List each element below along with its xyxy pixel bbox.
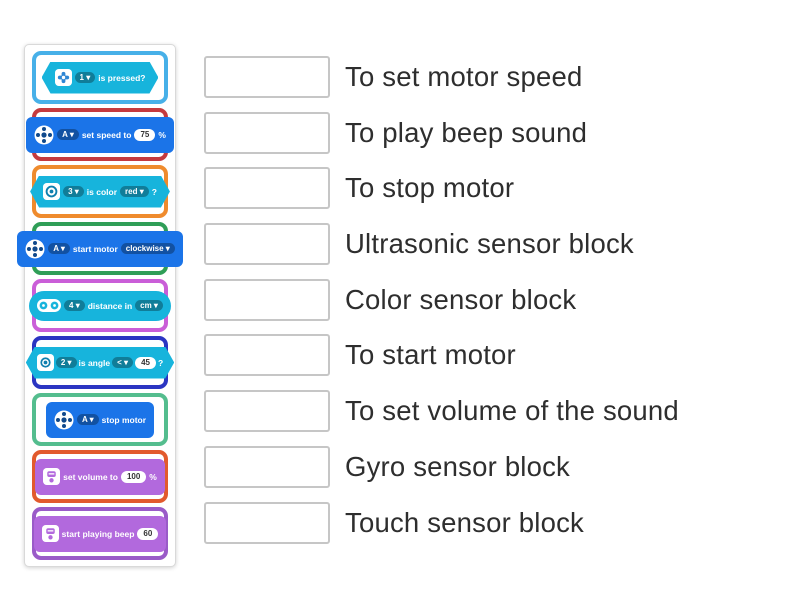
answer-drop-zone[interactable] bbox=[204, 223, 330, 266]
ultrasonic-sensor-icon bbox=[37, 299, 62, 312]
match-pair-row: To start motor bbox=[204, 334, 679, 377]
start-motor-block: A ▾ start motor clockwise ▾ bbox=[17, 230, 183, 267]
match-label: To play beep sound bbox=[345, 116, 588, 148]
color-sensor-icon bbox=[43, 183, 60, 200]
block-suffix: ? bbox=[151, 186, 157, 197]
block-card-is-color[interactable]: 3 ▾ is color red ▾ ? bbox=[32, 165, 168, 218]
touch-sensor-icon bbox=[55, 69, 72, 86]
block-card-set-speed[interactable]: A ▾ set speed to 75 % bbox=[26, 108, 174, 161]
port-dropdown: A ▾ bbox=[57, 129, 79, 140]
play-beep-block: start playing beep 60 bbox=[33, 515, 167, 552]
set-volume-block: set volume to 100 % bbox=[35, 458, 165, 495]
port-dropdown: 4 ▾ bbox=[64, 300, 85, 311]
answer-drop-zone[interactable] bbox=[204, 390, 330, 433]
match-pair-row: Gyro sensor block bbox=[204, 445, 679, 488]
block-choices-panel: 1 ▾ is pressed? A ▾ set speed to 75 % 3 … bbox=[17, 44, 183, 567]
answer-drop-zone[interactable] bbox=[204, 56, 330, 98]
operator-dropdown: < ▾ bbox=[112, 357, 133, 368]
match-pair-row: Touch sensor block bbox=[204, 501, 679, 544]
port-dropdown: A ▾ bbox=[76, 414, 99, 425]
block-card-distance[interactable]: 4 ▾ distance in cm ▾ bbox=[29, 279, 171, 332]
match-label: Color sensor block bbox=[345, 283, 577, 315]
value-field: 100 bbox=[120, 470, 147, 483]
match-list: To set motor speed To play beep sound To… bbox=[204, 56, 679, 557]
block-card-play-beep[interactable]: start playing beep 60 bbox=[32, 507, 168, 560]
value-field: 45 bbox=[135, 357, 156, 369]
block-card-is-pressed[interactable]: 1 ▾ is pressed? bbox=[32, 51, 168, 104]
block-card-stop-motor[interactable]: A ▾ stop motor bbox=[32, 393, 168, 446]
block-text: start playing beep bbox=[61, 528, 135, 539]
block-suffix: % bbox=[158, 129, 166, 140]
direction-dropdown: clockwise ▾ bbox=[120, 243, 175, 254]
match-pair-row: To play beep sound bbox=[204, 111, 679, 154]
block-card-is-angle[interactable]: 2 ▾ is angle < ▾ 45 ? bbox=[32, 336, 168, 389]
block-text: stop motor bbox=[101, 414, 147, 425]
match-label: To start motor bbox=[345, 339, 516, 371]
answer-drop-zone[interactable] bbox=[204, 334, 330, 377]
match-pair-row: Color sensor block bbox=[204, 278, 679, 321]
match-label: To stop motor bbox=[345, 172, 515, 204]
port-dropdown: 3 ▾ bbox=[63, 186, 84, 197]
block-text: start motor bbox=[72, 243, 118, 254]
value-field: 60 bbox=[137, 527, 159, 540]
port-dropdown: A ▾ bbox=[48, 243, 70, 254]
block-text: is pressed? bbox=[98, 72, 146, 83]
match-label: To set volume of the sound bbox=[345, 395, 679, 427]
answer-drop-zone[interactable] bbox=[204, 167, 330, 210]
block-text: set volume to bbox=[63, 471, 118, 482]
match-pair-row: Ultrasonic sensor block bbox=[204, 223, 679, 266]
block-text: distance in bbox=[87, 300, 133, 311]
block-suffix: % bbox=[149, 471, 157, 482]
motor-icon bbox=[25, 239, 45, 259]
speaker-icon bbox=[41, 525, 59, 542]
answer-drop-zone[interactable] bbox=[204, 445, 330, 488]
port-dropdown: 2 ▾ bbox=[56, 357, 77, 368]
set-speed-block: A ▾ set speed to 75 % bbox=[26, 116, 174, 153]
block-text: set speed to bbox=[81, 129, 132, 140]
motor-icon bbox=[34, 125, 54, 145]
match-pair-row: To set motor speed bbox=[204, 56, 679, 98]
answer-drop-zone[interactable] bbox=[204, 501, 330, 544]
value-field: 75 bbox=[134, 128, 156, 141]
gyro-sensor-icon bbox=[37, 354, 54, 371]
match-label: Touch sensor block bbox=[345, 506, 585, 538]
answer-drop-zone[interactable] bbox=[204, 111, 330, 154]
match-label: Gyro sensor block bbox=[345, 450, 571, 482]
port-dropdown: 1 ▾ bbox=[75, 72, 96, 83]
answer-drop-zone[interactable] bbox=[204, 278, 330, 321]
block-card-set-volume[interactable]: set volume to 100 % bbox=[32, 450, 168, 503]
match-label: Ultrasonic sensor block bbox=[345, 228, 634, 260]
match-label: To set motor speed bbox=[345, 61, 583, 92]
block-text: is angle bbox=[78, 357, 111, 368]
block-card-start-motor[interactable]: A ▾ start motor clockwise ▾ bbox=[17, 222, 183, 275]
gyro-sensor-block: 2 ▾ is angle < ▾ 45 ? bbox=[26, 347, 174, 379]
unit-dropdown: cm ▾ bbox=[135, 300, 163, 311]
match-pair-row: To stop motor bbox=[204, 167, 679, 210]
touch-sensor-block: 1 ▾ is pressed? bbox=[42, 62, 159, 94]
ultrasonic-sensor-block: 4 ▾ distance in cm ▾ bbox=[29, 290, 171, 321]
color-sensor-block: 3 ▾ is color red ▾ ? bbox=[30, 176, 170, 208]
block-text: is color bbox=[86, 186, 118, 197]
motor-icon bbox=[54, 410, 74, 430]
match-pair-row: To set volume of the sound bbox=[204, 390, 679, 433]
speaker-icon bbox=[43, 468, 61, 485]
block-suffix: ? bbox=[157, 357, 164, 368]
stop-motor-block: A ▾ stop motor bbox=[45, 401, 155, 438]
color-dropdown: red ▾ bbox=[120, 186, 149, 197]
